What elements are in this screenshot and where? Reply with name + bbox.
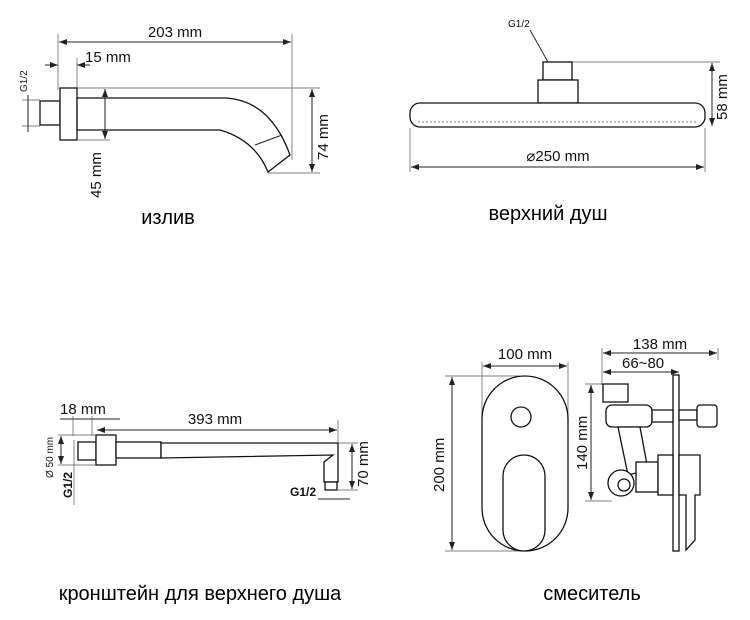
diverter-body bbox=[605, 404, 653, 428]
shower-arm-drawing: 18 mm 393 mm Ø 50 mm G1/2 70 mm G1/2 кро… bbox=[45, 401, 372, 605]
spout-body bbox=[76, 97, 291, 174]
shower-swivel bbox=[537, 79, 579, 104]
mixer-cartridge bbox=[657, 454, 674, 496]
arm-wall-thread bbox=[77, 441, 97, 461]
mixer-drawing: 100 mm 200 mm 138 mm 66~80 140 mm смесит… bbox=[431, 336, 719, 605]
arm-head-thread-label: G1/2 bbox=[290, 485, 316, 499]
arm-length-label: 393 mm bbox=[188, 411, 242, 428]
overhead-diameter-label: ⌀250 mm bbox=[526, 148, 589, 165]
diverter-stem bbox=[678, 409, 698, 421]
spout-length-label: 203 mm bbox=[148, 24, 202, 41]
arm-height-label: 70 mm bbox=[355, 441, 372, 487]
arm-head-thread bbox=[324, 481, 338, 491]
mixer-valve-body bbox=[635, 461, 659, 493]
mixer-depth-label: 138 mm bbox=[633, 336, 687, 353]
arm-flange bbox=[95, 434, 117, 466]
diverter-knob[interactable] bbox=[510, 406, 532, 428]
overhead-caption: верхний душ bbox=[488, 203, 607, 225]
arm-tube bbox=[160, 442, 339, 483]
spout-thread-label: G1/2 bbox=[19, 70, 30, 92]
overhead-shower-drawing: G1/2 58 mm ⌀250 mm верхний душ bbox=[409, 19, 731, 225]
arm-sleeve bbox=[115, 441, 162, 459]
mixer-caption: смеситель bbox=[543, 583, 641, 605]
overhead-thread-label: G1/2 bbox=[508, 19, 530, 30]
arm-wall-thread-label: G1/2 bbox=[61, 472, 75, 498]
arm-flange-label: 18 mm bbox=[60, 401, 106, 418]
spout-height-small-label: 45 mm bbox=[88, 152, 105, 198]
mixer-body-height-label: 140 mm bbox=[574, 416, 591, 470]
spout-caption: излив bbox=[141, 207, 195, 229]
spout-flange-label: 15 mm bbox=[85, 49, 131, 66]
spout-height-label: 74 mm bbox=[315, 114, 332, 160]
diverter-handle-side bbox=[696, 404, 718, 428]
mixer-lever-side bbox=[678, 454, 701, 552]
arm-caption: кронштейн для верхнего душа bbox=[59, 583, 342, 605]
mixer-outlet-top bbox=[602, 383, 629, 403]
overhead-height-label: 58 mm bbox=[714, 74, 731, 120]
spout-flange bbox=[59, 87, 78, 141]
mixer-width-label: 100 mm bbox=[498, 346, 552, 363]
shower-connector bbox=[542, 61, 573, 81]
arm-diameter-label: Ø 50 mm bbox=[45, 437, 56, 478]
mixer-height-label: 200 mm bbox=[431, 438, 448, 492]
mixer-side-plate bbox=[672, 374, 680, 552]
shower-head bbox=[409, 102, 706, 128]
mixer-install-depth-label: 66~80 bbox=[622, 355, 664, 372]
spout-thread-stub bbox=[39, 100, 61, 126]
mixer-lever[interactable] bbox=[502, 454, 546, 552]
spout-drawing: 203 mm 15 mm G1/2 74 mm 45 mm излив bbox=[19, 24, 332, 229]
